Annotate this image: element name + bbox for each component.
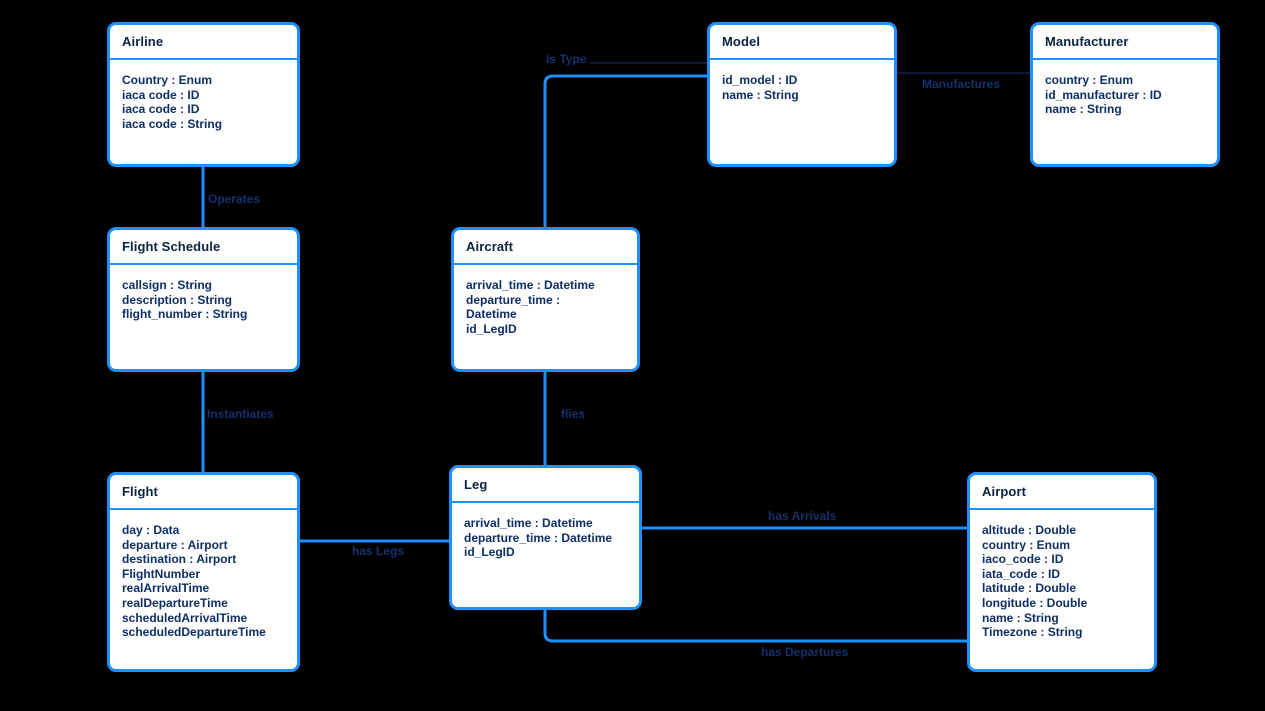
attribute-line: scheduledDepartureTime bbox=[122, 625, 266, 640]
edge-is-type[interactable] bbox=[543, 74, 708, 227]
attribute-line: iaca code : ID bbox=[122, 102, 200, 117]
attribute-line: name : String bbox=[722, 87, 799, 102]
entity-title: Airline bbox=[110, 25, 297, 60]
attribute-line: description : String bbox=[122, 292, 233, 307]
entity-title: Model bbox=[710, 25, 894, 60]
attribute-line: iaco_code : ID bbox=[982, 552, 1064, 567]
entity-title: Flight bbox=[110, 475, 297, 510]
attribute-line: name : String bbox=[982, 610, 1059, 625]
attribute-line: callsign : String bbox=[122, 278, 213, 292]
attribute-line: Country : Enum bbox=[122, 73, 212, 87]
attribute-line: flight_number : String bbox=[122, 307, 248, 322]
attribute-line: arrival_time : Datetime bbox=[464, 516, 593, 530]
attribute-line: departure_time : bbox=[466, 292, 561, 307]
attribute-line: id_LegID bbox=[464, 545, 515, 560]
attribute-line: departure : Airport bbox=[122, 537, 228, 552]
edge-label-has-legs: has Legs bbox=[352, 544, 405, 558]
attribute-line: country : Enum bbox=[982, 537, 1071, 552]
attribute-line: day : Data bbox=[122, 523, 180, 537]
attribute-line: departure_time : Datetime bbox=[464, 530, 613, 545]
attribute-line: iaca code : String bbox=[122, 116, 223, 131]
attribute-line: Datetime bbox=[466, 307, 517, 322]
attribute-line: longitude : Double bbox=[982, 595, 1088, 610]
attribute-line: iata_code : ID bbox=[982, 566, 1061, 581]
entity-title: Airport bbox=[970, 475, 1154, 510]
entity-title: Manufacturer bbox=[1033, 25, 1217, 60]
attribute-line: latitude : Double bbox=[982, 581, 1076, 596]
edge-label-instantiates: Instantiates bbox=[207, 407, 274, 421]
edge-label-operates: Operates bbox=[208, 192, 261, 206]
attribute-line: iaca code : ID bbox=[122, 87, 200, 102]
edge-label-manufactures: Manufactures bbox=[922, 77, 1001, 91]
entity-title: Leg bbox=[452, 468, 639, 503]
edge-has-departures[interactable] bbox=[543, 610, 968, 643]
edge-label-is-type: is Type bbox=[546, 52, 587, 66]
attribute-line: realArrivalTime bbox=[122, 581, 210, 596]
attribute-line: destination : Airport bbox=[122, 552, 237, 567]
attribute-line: id_LegID bbox=[466, 321, 517, 336]
edge-label-has-departures: has Departures bbox=[761, 645, 849, 659]
attribute-line: FlightNumber bbox=[122, 566, 200, 581]
edge-label-has-arrivals: has Arrivals bbox=[768, 509, 837, 523]
attribute-line: arrival_time : Datetime bbox=[466, 278, 595, 292]
attribute-line: id_model : ID bbox=[722, 73, 798, 87]
attribute-line: id_manufacturer : ID bbox=[1045, 87, 1162, 102]
edge-label-flies: flies bbox=[561, 407, 586, 421]
entity-title: Aircraft bbox=[454, 230, 637, 265]
entity-title: Flight Schedule bbox=[110, 230, 297, 265]
attribute-line: Timezone : String bbox=[982, 625, 1083, 640]
attribute-line: name : String bbox=[1045, 102, 1122, 117]
attribute-line: scheduledArrivalTime bbox=[122, 610, 248, 625]
attribute-line: altitude : Double bbox=[982, 523, 1076, 537]
attribute-line: country : Enum bbox=[1045, 73, 1134, 87]
attribute-line: realDepartureTime bbox=[122, 595, 228, 610]
